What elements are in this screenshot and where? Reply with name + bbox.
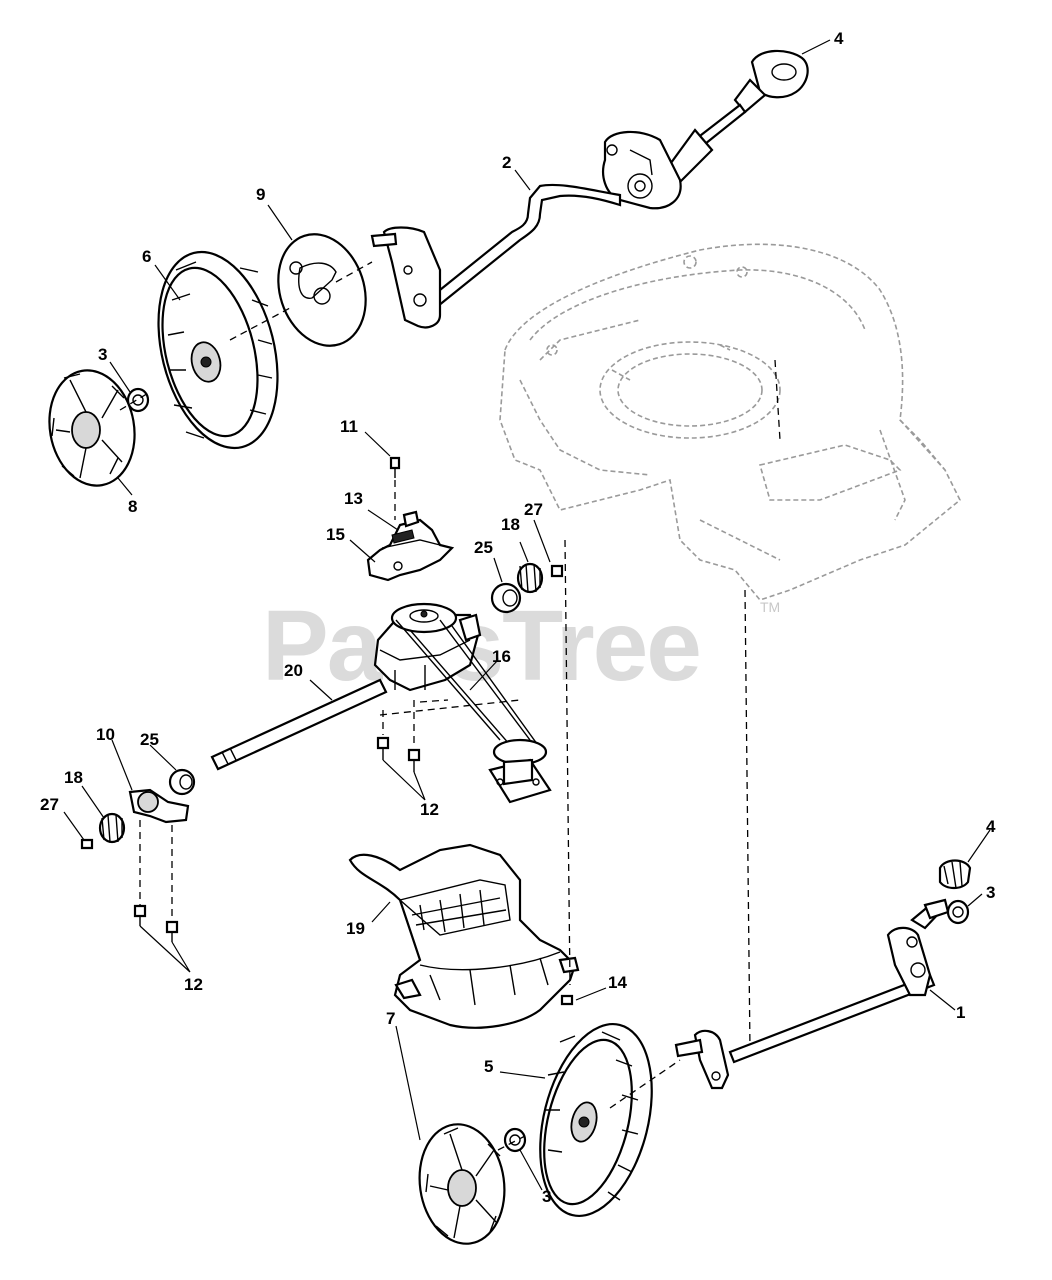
callout-5: 5: [484, 1057, 493, 1076]
part-27-upper-screw: [550, 564, 564, 578]
callout-12-bracket: 12: [184, 975, 203, 994]
callout-27-lower: 27: [40, 795, 59, 814]
callout-18-upper: 18: [501, 515, 520, 534]
watermark-text: PartsTree: [262, 590, 700, 702]
leader-lines: [63, 39, 991, 1191]
part-25-upper-bushing: [490, 582, 522, 614]
bearing-bracket-screw-lines: [139, 820, 173, 920]
part-5-front-wheel: [539, 1022, 653, 1218]
engine-pulley-bracket: [488, 758, 552, 804]
mower-deck: [499, 243, 962, 601]
part-11-screw: [389, 456, 401, 478]
callout-3-front: 3: [542, 1187, 551, 1206]
callout-13: 13: [344, 489, 363, 508]
callout-2: 2: [502, 153, 511, 172]
callout-10: 10: [96, 725, 115, 744]
callout-1: 1: [956, 1003, 965, 1022]
callout-11: 11: [340, 417, 358, 436]
callout-18-lower: 18: [64, 768, 83, 787]
part-1-front-axle: [674, 898, 950, 1090]
callout-3-rear: 3: [98, 345, 107, 364]
callout-16: 16: [492, 647, 511, 666]
part-27-lower-screw: [80, 838, 94, 850]
callout-6: 6: [142, 247, 151, 266]
callout-15: 15: [326, 525, 345, 544]
rear-wheel-axis-line: [119, 261, 373, 411]
callout-20: 20: [284, 661, 303, 680]
part-10-bearing-bracket: [128, 788, 190, 824]
part-19-discharge-chute: [348, 843, 580, 1029]
callout-27-upper: 27: [524, 500, 543, 519]
callout-8: 8: [128, 497, 137, 516]
part-8-rear-hub-cap: [48, 369, 136, 487]
callout-25-upper: 25: [474, 538, 493, 557]
front-wheel-axis-line: [497, 1059, 681, 1151]
part-4-front-knob: [938, 859, 972, 890]
part-9-wheel-plate: [277, 233, 367, 347]
callout-labels: 4 2 9 6 3 8 11 13 15 18 27 25 16 20 25 1…: [40, 29, 996, 1206]
watermark: PartsTree TM: [262, 590, 780, 702]
part-25-lower-bushing: [168, 768, 196, 796]
watermark-trademark: TM: [760, 599, 780, 615]
transmission-assembly: [373, 602, 482, 692]
callout-19: 19: [346, 919, 365, 938]
part-6-rear-wheel: [157, 250, 279, 450]
deck-to-screw-14-line: [564, 539, 571, 986]
part-18-lower-gear: [98, 812, 126, 844]
callout-25-lower: 25: [140, 730, 159, 749]
part-14-screw: [560, 994, 574, 1006]
callout-12-transmission: 12: [420, 800, 439, 819]
callout-7: 7: [386, 1009, 395, 1028]
part-12-bracket-screws: [133, 904, 179, 942]
callout-9: 9: [256, 185, 265, 204]
part-3-front-right-nut: [946, 899, 970, 925]
callout-4-front: 4: [986, 817, 996, 836]
part-20-drive-shaft: [210, 678, 388, 771]
part-13-spring: [391, 510, 420, 544]
callout-3-front-right: 3: [986, 883, 995, 902]
part-18-upper-gear: [516, 562, 544, 594]
part-3-front-nut: [503, 1127, 527, 1153]
part-2-rear-height-lever: [370, 103, 747, 329]
part-7-front-hub-cap: [418, 1123, 506, 1245]
part-4-adjust-knob: [733, 49, 809, 114]
part-15-bracket: [366, 518, 455, 582]
callout-4-top: 4: [834, 29, 844, 48]
deck-to-axle-line: [744, 589, 751, 1051]
part-12-transmission-screws: [376, 699, 521, 772]
deck-right-line: [774, 359, 781, 441]
callout-14: 14: [608, 973, 627, 992]
